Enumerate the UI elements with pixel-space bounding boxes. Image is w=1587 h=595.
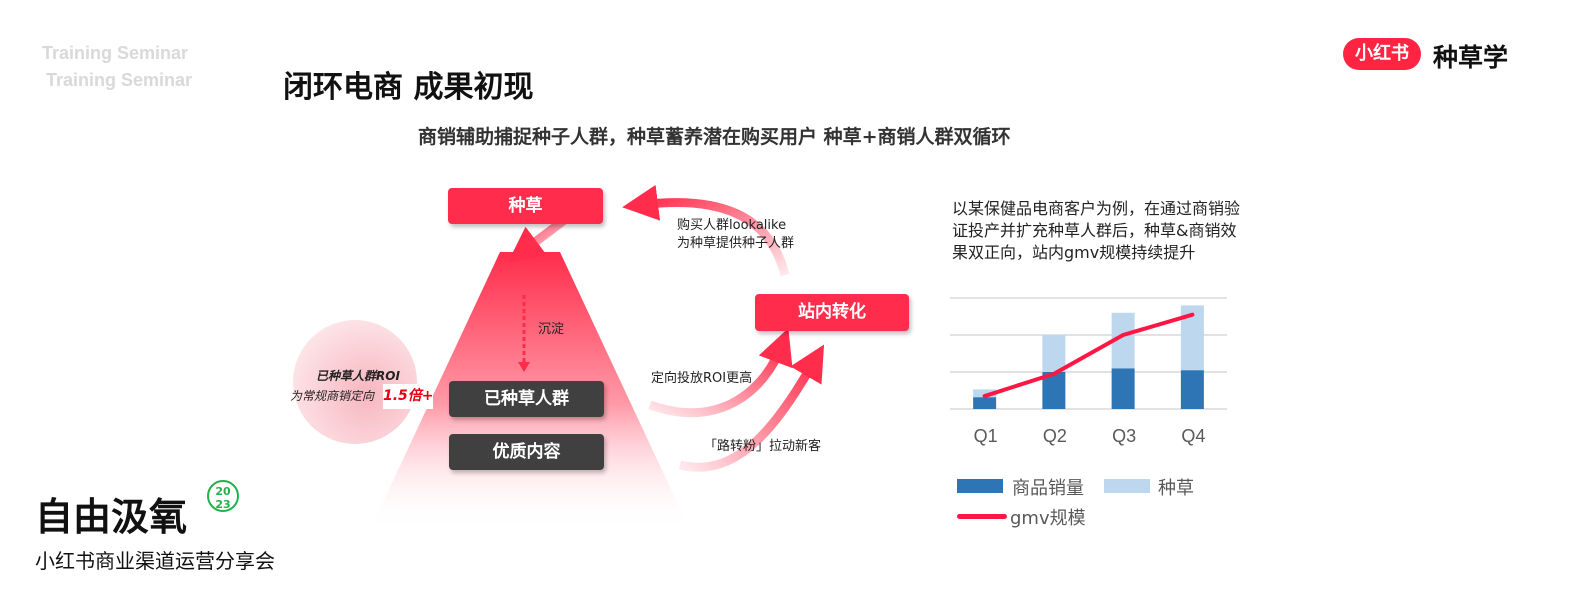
lookalike-label: 购买人群lookalike: [677, 218, 787, 233]
watermark-text: Training Seminar: [42, 43, 189, 63]
settle-arrow-head: [518, 362, 530, 372]
page-subtitle: 商销辅助捕捉种子人群，种草蓄养潜在购买用户 种草+商销人群双循环: [418, 126, 1011, 148]
roi-value: 1.5倍+: [383, 384, 434, 409]
legend-swatch-seed: [1104, 479, 1150, 493]
bar-Q1: [973, 397, 997, 409]
quality-content-box: 优质内容: [449, 434, 604, 470]
roi-bubble: [293, 320, 417, 444]
year-badge: 20 23: [207, 480, 239, 512]
watermark-text: Training Seminar: [46, 70, 193, 90]
arrow-conversion-to-seed: [622, 184, 790, 277]
gmv-line: [982, 312, 1195, 399]
chart-plot: [950, 297, 1227, 410]
legend-label: 商品销量: [1012, 478, 1084, 499]
legend-swatch-gmv: [957, 514, 1007, 519]
badge-text: 20: [215, 485, 231, 498]
seeded-crowd-box: 已种草人群: [449, 381, 604, 417]
brand-title: 自由汲氧: [35, 495, 188, 539]
brand-subtitle: 小红书商业渠道运营分享会: [35, 549, 275, 573]
x-tick-label: Q4: [1181, 426, 1206, 446]
conversion-box: 站内转化: [755, 294, 909, 331]
page-title: 闭环电商 成果初现: [283, 70, 534, 105]
bar-Q2: [1042, 372, 1066, 409]
badge-text: 23: [215, 498, 231, 511]
seed-box: 种草: [448, 188, 603, 224]
roi-bubble-line2: 为常规商销定向: [290, 389, 375, 403]
bar-Q3: [1111, 368, 1135, 409]
x-tick-label: Q3: [1112, 426, 1137, 446]
lookalike-label: 为种草提供种子人群: [677, 236, 795, 251]
fans-label: 「路转粉」拉动新客: [704, 439, 822, 454]
bar-Q2: [1042, 335, 1066, 372]
arrow-crowd-to-conversion: [648, 328, 793, 418]
legend-label: 种草: [1158, 478, 1194, 499]
logo-pill: 小红书: [1343, 38, 1421, 70]
bar-Q1: [973, 389, 997, 398]
roi-bubble-line1: 已种草人群ROI: [316, 369, 400, 383]
x-tick-label: Q2: [1042, 426, 1067, 446]
legend-label: gmv规模: [1010, 508, 1086, 529]
bar-Q4: [1180, 370, 1204, 409]
x-tick-label: Q1: [973, 426, 998, 446]
arrow-content-to-conversion: [678, 344, 825, 472]
bar-Q4: [1180, 305, 1204, 371]
settle-label: 沉淀: [538, 322, 565, 337]
chart-note: 以某保健品电商客户为例，在通过商销验证投产并扩充种草人群后，种草&商销效果双正向…: [952, 199, 1241, 262]
logo-text: 种草学: [1433, 43, 1509, 72]
roi-label: 定向投放ROI更高: [651, 371, 753, 386]
legend-swatch-sales: [957, 479, 1003, 493]
bar-Q3: [1111, 312, 1135, 369]
